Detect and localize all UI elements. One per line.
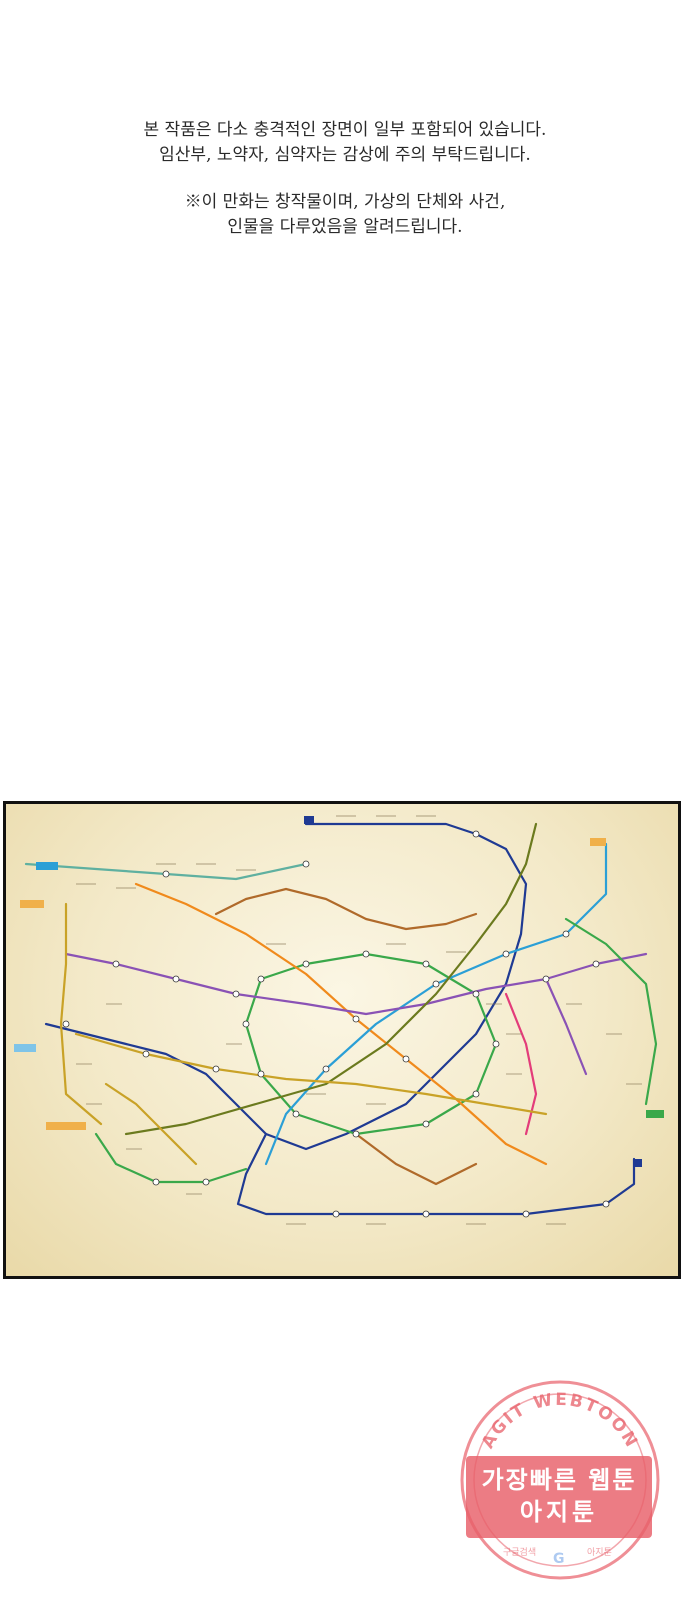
subway-map-illustration: [14, 815, 664, 1225]
watermark-g-letter: G: [553, 1551, 565, 1567]
notice-gap: [0, 168, 690, 190]
map-callout: [14, 1044, 36, 1052]
watermark-banner: 가장빠른 웹툰 아지툰: [466, 1456, 652, 1538]
station-marker: [422, 1210, 430, 1218]
content-warning-notice: 본 작품은 다소 충격적인 장면이 일부 포함되어 있습니다. 임산부, 노약자…: [0, 118, 690, 240]
station-marker: [152, 1178, 160, 1186]
station-marker: [112, 960, 120, 968]
station-marker: [332, 1210, 340, 1218]
station-marker: [302, 960, 310, 968]
station-marker: [257, 1070, 265, 1078]
map-callout: [590, 838, 606, 846]
map-callout: [20, 900, 44, 908]
station-marker: [402, 1055, 410, 1063]
line-6-route: [214, 887, 478, 931]
subway-map-panel: [3, 801, 681, 1279]
station-marker: [502, 950, 510, 958]
station-marker: [162, 870, 170, 878]
station-marker: [422, 960, 430, 968]
station-marker: [142, 1050, 150, 1058]
station-marker: [472, 1090, 480, 1098]
line-4-route: [264, 842, 608, 1166]
west-line-route: [59, 902, 103, 1126]
station-marker: [422, 1120, 430, 1128]
line-8-route: [504, 992, 538, 1136]
station-marker: [542, 975, 550, 983]
station-marker: [522, 1210, 530, 1218]
notice-line-1: 본 작품은 다소 충격적인 장면이 일부 포함되어 있습니다.: [143, 120, 547, 140]
station-marker: [562, 930, 570, 938]
sinbundang-line-route: [354, 1132, 478, 1186]
map-callout: [46, 1122, 86, 1130]
map-callout: [304, 816, 314, 824]
station-marker: [592, 960, 600, 968]
station-marker: [432, 980, 440, 988]
station-marker: [232, 990, 240, 998]
line-5-branch: [544, 977, 588, 1076]
suin-line-route: [104, 1082, 198, 1166]
line-7-route: [124, 822, 538, 1136]
notice-line-2: 임산부, 노약자, 심약자는 감상에 주의 부탁드립니다.: [159, 145, 531, 165]
south-line-route: [94, 1132, 248, 1184]
station-marker: [352, 1015, 360, 1023]
station-marker: [472, 830, 480, 838]
map-callout: [646, 1110, 664, 1118]
line-2-loop: [244, 952, 498, 1136]
station-marker: [362, 950, 370, 958]
watermark-line-1: 가장빠른 웹툰: [481, 1466, 637, 1494]
station-marker: [472, 990, 480, 998]
line-3-route: [134, 882, 548, 1166]
station-marker: [492, 1040, 500, 1048]
line-5-route: [64, 952, 648, 1016]
watermark-bottom-left: 구글검색: [503, 1546, 536, 1558]
station-marker: [212, 1065, 220, 1073]
map-callout: [36, 862, 58, 870]
line-1-route: [44, 822, 528, 1151]
station-marker: [242, 1020, 250, 1028]
watermark-seal: AGIT WEBTOON 구글검색 G 아지툰: [460, 1380, 660, 1580]
station-marker: [302, 860, 310, 868]
watermark-outer-ring: [460, 1380, 660, 1580]
notice-line-3: ※이 만화는 창작물이며, 가상의 단체와 사건,: [184, 192, 506, 212]
watermark-bottom-right: 아지툰: [587, 1547, 612, 1558]
east-line-route: [564, 917, 658, 1106]
station-marker: [292, 1110, 300, 1118]
station-marker: [172, 975, 180, 983]
line-9-route: [74, 1032, 548, 1116]
station-marker: [257, 975, 265, 983]
line-1-branch: [236, 1132, 636, 1216]
station-marker: [62, 1020, 70, 1028]
station-marker: [352, 1130, 360, 1138]
station-marker: [202, 1178, 210, 1186]
notice-line-4: 인물을 다루었음을 알려드립니다.: [227, 217, 463, 237]
map-callout: [634, 1159, 642, 1167]
watermark-line-2: 아지툰: [519, 1498, 599, 1526]
station-marker: [602, 1200, 610, 1208]
station-marker: [322, 1065, 330, 1073]
